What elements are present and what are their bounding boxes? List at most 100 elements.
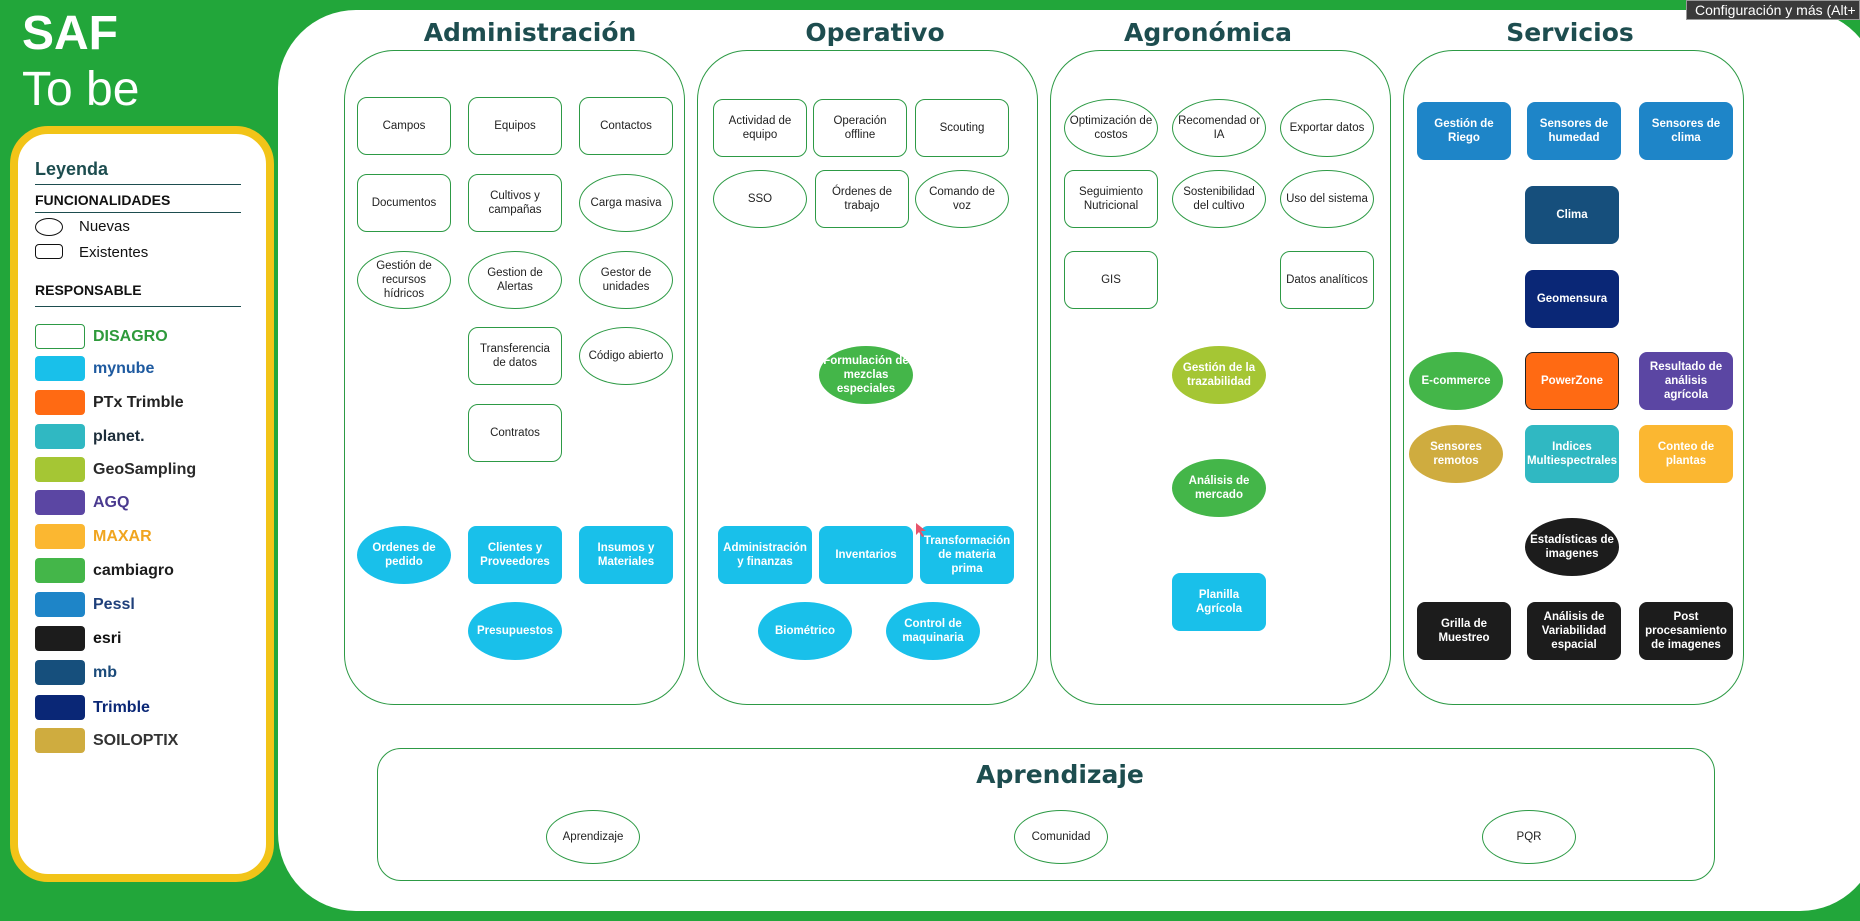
legend-title: Leyenda — [35, 159, 109, 179]
legend-panel: Leyenda FUNCIONALIDADES Nuevas Existente… — [10, 126, 274, 882]
node-servicios[interactable]: Sensores de clima — [1639, 102, 1733, 160]
node-aprendizaje[interactable]: Comunidad — [1014, 810, 1108, 864]
responsable-logo: Pessl — [93, 596, 135, 613]
node-operativo[interactable]: Biométrico — [758, 602, 852, 660]
legend-swatch — [35, 592, 85, 617]
node-operativo[interactable]: Órdenes de trabajo — [815, 170, 909, 228]
section-title-operativo: Operativo — [805, 18, 945, 47]
node-agronomica[interactable]: Uso del sistema — [1280, 170, 1374, 228]
responsable-logo: esri — [93, 630, 122, 647]
node-administracion[interactable]: Documentos — [357, 174, 451, 232]
section-operativo — [697, 50, 1038, 705]
node-operativo[interactable]: Inventarios — [819, 526, 913, 584]
legend-swatch — [35, 524, 85, 549]
node-servicios[interactable]: E-commerce — [1409, 352, 1503, 410]
responsable-logo: MAXAR — [93, 528, 152, 545]
legend-swatch — [35, 728, 85, 753]
settings-tooltip: Configuración y más (Alt+ — [1686, 0, 1860, 20]
node-agronomica[interactable]: Datos analíticos — [1280, 251, 1374, 309]
node-administracion[interactable]: Equipos — [468, 97, 562, 155]
responsable-heading: RESPONSABLE — [35, 282, 142, 298]
node-agronomica[interactable]: Recomendad or IA — [1172, 99, 1266, 157]
responsable-logo: SOILOPTIX — [93, 732, 179, 749]
node-agronomica[interactable]: GIS — [1064, 251, 1158, 309]
node-operativo[interactable]: Actividad de equipo — [713, 99, 807, 157]
section-servicios — [1403, 50, 1744, 705]
node-agronomica[interactable]: Gestión de la trazabilidad — [1172, 346, 1266, 404]
nuevas-label: Nuevas — [79, 218, 130, 235]
node-agronomica[interactable]: Exportar datos — [1280, 99, 1374, 157]
section-agronomica — [1050, 50, 1391, 705]
node-agronomica[interactable]: Análisis de mercado — [1172, 459, 1266, 517]
node-servicios[interactable]: Análisis de Variabilidad espacial — [1527, 602, 1621, 660]
legend-divider — [35, 306, 241, 307]
node-administracion[interactable]: Presupuestos — [468, 602, 562, 660]
node-servicios[interactable]: Conteo de plantas — [1639, 425, 1733, 483]
oval-shape-icon — [35, 218, 63, 236]
node-administracion[interactable]: Transferencia de datos — [468, 327, 562, 385]
node-servicios[interactable]: Estadísticas de imagenes — [1525, 518, 1619, 576]
legend-swatch — [35, 390, 85, 415]
node-agronomica[interactable]: Sostenibilidad del cultivo — [1172, 170, 1266, 228]
node-servicios[interactable]: Geomensura — [1525, 270, 1619, 328]
node-operativo[interactable]: Formulación de mezclas especiales — [819, 346, 913, 404]
section-title-administracion: Administración — [423, 18, 637, 47]
node-operativo[interactable]: Control de maquinaria — [886, 602, 980, 660]
node-administracion[interactable]: Campos — [357, 97, 451, 155]
legend-swatch — [35, 660, 85, 685]
node-servicios[interactable]: Sensores remotos — [1409, 425, 1503, 483]
node-operativo[interactable]: Operación offline — [813, 99, 907, 157]
node-agronomica[interactable]: Planilla Agrícola — [1172, 573, 1266, 631]
responsable-logo: DISAGRO — [93, 328, 168, 345]
responsable-logo: mynube — [93, 360, 155, 377]
section-aprendizaje — [377, 748, 1715, 881]
section-administracion — [344, 50, 685, 705]
legend-swatch — [35, 490, 85, 515]
node-operativo[interactable]: SSO — [713, 170, 807, 228]
responsable-logo: cambiagro — [93, 562, 174, 579]
legend-swatch — [35, 457, 85, 482]
legend-divider — [35, 212, 241, 213]
node-aprendizaje[interactable]: PQR — [1482, 810, 1576, 864]
node-administracion[interactable]: Contactos — [579, 97, 673, 155]
section-title-aprendizaje: Aprendizaje — [976, 760, 1144, 789]
node-aprendizaje[interactable]: Aprendizaje — [546, 810, 640, 864]
node-servicios[interactable]: Resultado de análisis agrícola — [1639, 352, 1733, 410]
node-agronomica[interactable]: Optimización de costos — [1064, 99, 1158, 157]
node-servicios[interactable]: Grilla de Muestreo — [1417, 602, 1511, 660]
node-servicios[interactable]: Clima — [1525, 186, 1619, 244]
node-operativo[interactable]: Transformación de materia prima — [920, 526, 1014, 584]
node-servicios[interactable]: Post procesamiento de imagenes — [1639, 602, 1733, 660]
node-administracion[interactable]: Gestor de unidades — [579, 251, 673, 309]
responsable-logo: GeoSampling — [93, 461, 197, 478]
legend-swatch — [35, 626, 85, 651]
node-administracion[interactable]: Contratos — [468, 404, 562, 462]
page-title: SAF — [22, 7, 118, 60]
node-administracion[interactable]: Carga masiva — [579, 174, 673, 232]
responsable-logo: PTx Trimble — [93, 394, 184, 411]
node-servicios[interactable]: Gestión de Riego — [1417, 102, 1511, 160]
node-servicios[interactable]: PowerZone — [1525, 352, 1619, 410]
section-title-servicios: Servicios — [1506, 18, 1634, 47]
node-administracion[interactable]: Clientes y Proveedores — [468, 526, 562, 584]
node-administracion[interactable]: Cultivos y campañas — [468, 174, 562, 232]
legend-swatch — [35, 324, 85, 349]
section-title-agronomica: Agronómica — [1123, 18, 1293, 47]
node-servicios[interactable]: Sensores de humedad — [1527, 102, 1621, 160]
responsable-logo: planet. — [93, 428, 145, 445]
node-operativo[interactable]: Scouting — [915, 99, 1009, 157]
node-administracion[interactable]: Gestion de Alertas — [468, 251, 562, 309]
legend-swatch — [35, 356, 85, 381]
responsable-logo: AGQ — [93, 494, 130, 511]
node-servicios[interactable]: Indices Multiespectrales — [1525, 425, 1619, 483]
node-administracion[interactable]: Gestión de recursos hídricos — [357, 251, 451, 309]
funcionalidades-heading: FUNCIONALIDADES — [35, 192, 171, 208]
node-operativo[interactable]: Comando de voz — [915, 170, 1009, 228]
node-administracion[interactable]: Insumos y Materiales — [579, 526, 673, 584]
node-administracion[interactable]: Código abierto — [579, 327, 673, 385]
node-operativo[interactable]: Administración y finanzas — [718, 526, 812, 584]
node-administracion[interactable]: Ordenes de pedido — [357, 526, 451, 584]
node-agronomica[interactable]: Seguimiento Nutricional — [1064, 170, 1158, 228]
responsable-logo: Trimble — [93, 699, 150, 716]
responsable-logo: mb — [93, 664, 117, 681]
